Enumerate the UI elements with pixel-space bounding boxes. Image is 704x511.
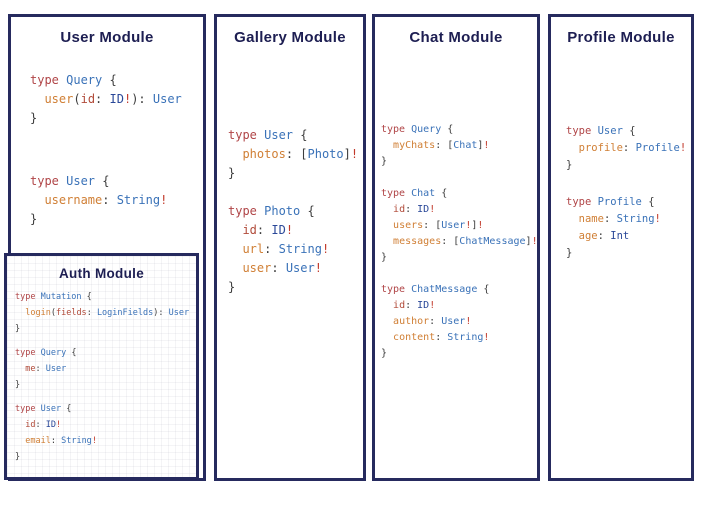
panel-title-profile-module: Profile Module <box>567 29 675 46</box>
code-block: type Query { me: User} <box>15 345 196 393</box>
code-block: type User { username: String!} <box>30 172 203 229</box>
code-block: type Mutation { login(fields: LoginField… <box>15 289 196 337</box>
code-line: } <box>566 247 573 259</box>
code-line: type Query { <box>30 73 117 87</box>
code-line: email: String! <box>25 436 97 446</box>
panel-gallery-module: Gallery Module type User { photos: [Phot… <box>214 14 366 481</box>
code-line: user: User! <box>242 261 322 275</box>
code-line: id: ID! <box>242 223 294 237</box>
code-line: type User { <box>228 128 308 142</box>
code-line: id: ID! <box>25 420 62 430</box>
code-container-gallery-module: type User { photos: [Photo]!}type Photo … <box>217 126 363 297</box>
code-line: profile: Profile! <box>578 142 687 154</box>
code-line: content: String! <box>393 332 490 343</box>
code-line: author: User! <box>393 316 472 327</box>
code-block: type Query { user(id: ID!): User} <box>30 71 203 128</box>
code-line: messages: [ChatMessage]! <box>393 236 537 247</box>
code-block: type ChatMessage { id: ID! author: User!… <box>381 282 537 362</box>
code-line: id: ID! <box>393 300 436 311</box>
code-line: type Chat { <box>381 188 448 199</box>
code-line: age: Int <box>578 230 630 242</box>
code-line: } <box>228 166 236 180</box>
code-line: } <box>30 212 38 226</box>
code-line: type Photo { <box>228 204 315 218</box>
code-line: type User { <box>15 404 72 414</box>
code-line: } <box>228 280 236 294</box>
code-block: type Query { myChats: [Chat]!} <box>381 122 537 170</box>
code-line: type Query { <box>381 124 454 135</box>
code-line: } <box>15 324 21 334</box>
panel-title-chat-module: Chat Module <box>409 29 503 46</box>
code-block: type Chat { id: ID! users: [User!]! mess… <box>381 186 537 266</box>
code-block: type User { photos: [Photo]!} <box>228 126 363 183</box>
code-line: type Mutation { <box>15 292 92 302</box>
panel-profile-module: Profile Module type User { profile: Prof… <box>548 14 694 481</box>
code-block: type User { id: ID! email: String!} <box>15 401 196 465</box>
code-line: login(fields: LoginFields): User <box>25 308 190 318</box>
code-line: type Query { <box>15 348 77 358</box>
code-line: } <box>381 156 388 167</box>
code-line: } <box>381 252 388 263</box>
code-line: type ChatMessage { <box>381 284 490 295</box>
code-line: type Profile { <box>566 196 655 208</box>
code-block: type Profile { name: String! age: Int} <box>566 194 691 262</box>
panel-title-gallery-module: Gallery Module <box>234 29 346 46</box>
code-line: } <box>566 159 573 171</box>
code-line: user(id: ID!): User <box>44 92 182 106</box>
code-line: username: String! <box>44 193 168 207</box>
code-container-profile-module: type User { profile: Profile!}type Profi… <box>551 123 691 262</box>
code-line: } <box>15 380 21 390</box>
code-line: users: [User!]! <box>393 220 484 231</box>
code-line: name: String! <box>578 213 661 225</box>
panel-auth-module: Auth Module type Mutation { login(fields… <box>4 253 199 480</box>
code-line: me: User <box>25 364 67 374</box>
code-line: url: String! <box>242 242 330 256</box>
code-line: } <box>15 452 21 462</box>
code-line: id: ID! <box>393 204 436 215</box>
code-line: } <box>381 348 388 359</box>
code-line: type User { <box>566 125 636 137</box>
code-block: type Photo { id: ID! url: String! user: … <box>228 202 363 297</box>
code-line: photos: [Photo]! <box>242 147 359 161</box>
code-container-chat-module: type Query { myChats: [Chat]!}type Chat … <box>375 122 537 362</box>
code-container-user-module: type Query { user(id: ID!): User}type Us… <box>11 71 203 229</box>
code-line: myChats: [Chat]! <box>393 140 490 151</box>
panel-title-auth-module: Auth Module <box>58 266 145 281</box>
panel-chat-module: Chat Module type Query { myChats: [Chat]… <box>372 14 540 481</box>
panel-title-user-module: User Module <box>60 29 154 46</box>
code-line: type User { <box>30 174 110 188</box>
code-container-auth-module: type Mutation { login(fields: LoginField… <box>7 289 196 465</box>
code-line: } <box>30 111 38 125</box>
code-block: type User { profile: Profile!} <box>566 123 691 174</box>
